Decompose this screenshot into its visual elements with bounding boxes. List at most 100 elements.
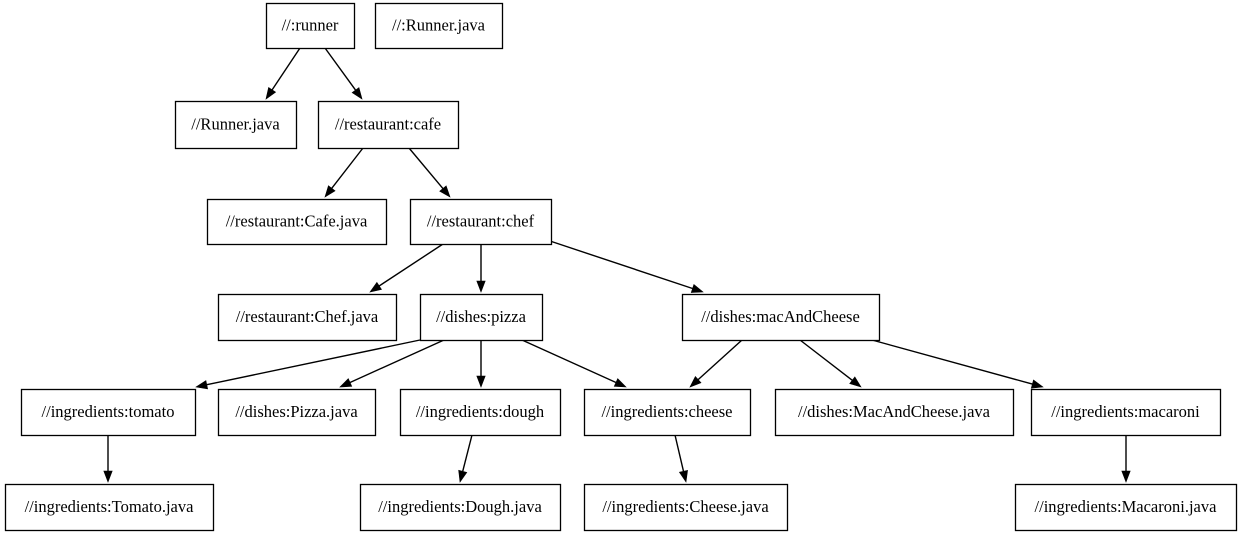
node-box[interactable] xyxy=(681,293,881,342)
node-box[interactable] xyxy=(1030,388,1222,437)
arrowhead-icon xyxy=(476,280,486,293)
graph-edge xyxy=(339,339,445,388)
node-label: //:runner xyxy=(282,15,339,34)
node-box[interactable] xyxy=(174,100,298,150)
node-label: //restaurant:chef xyxy=(427,211,535,230)
arrowhead-icon xyxy=(458,469,468,483)
node-box[interactable] xyxy=(583,388,752,437)
graph-node[interactable]: //restaurant:Cafe.java xyxy=(206,198,388,246)
arrowhead-icon xyxy=(1121,470,1131,483)
graph-node[interactable]: //dishes:MacAndCheese.java xyxy=(774,388,1015,437)
arrowhead-icon xyxy=(678,469,688,483)
graph-node[interactable]: //ingredients:macaroni xyxy=(1030,388,1222,437)
edge-line xyxy=(549,240,693,290)
graph-node[interactable]: //Runner.java xyxy=(174,100,298,150)
node-box[interactable] xyxy=(374,2,504,50)
graph-edge xyxy=(195,339,421,390)
arrowhead-icon xyxy=(613,378,627,388)
node-box[interactable] xyxy=(399,388,562,437)
graph-edge xyxy=(549,240,704,293)
node-box[interactable] xyxy=(419,293,544,342)
graph-edge xyxy=(408,147,451,198)
arrowhead-icon xyxy=(351,87,363,100)
graph-edge xyxy=(103,435,113,483)
graph-node[interactable]: //ingredients:cheese xyxy=(583,388,752,437)
node-box[interactable] xyxy=(409,198,553,246)
graph-node[interactable]: //restaurant:Chef.java xyxy=(217,293,398,342)
node-box[interactable] xyxy=(774,388,1015,437)
graph-node[interactable]: //restaurant:chef xyxy=(409,198,553,246)
node-label: //:Runner.java xyxy=(392,15,486,34)
node-box[interactable] xyxy=(217,293,398,342)
edge-line xyxy=(331,147,364,189)
graph-node[interactable]: //dishes:Pizza.java xyxy=(217,388,377,437)
node-box[interactable] xyxy=(20,388,197,437)
node-box[interactable] xyxy=(206,198,388,246)
graph-node[interactable]: //ingredients:Dough.java xyxy=(359,483,562,532)
edges-layer xyxy=(103,47,1131,483)
graph-edge xyxy=(689,339,743,388)
node-label: //restaurant:cafe xyxy=(335,114,441,133)
arrowhead-icon xyxy=(103,470,113,483)
node-label: //dishes:pizza xyxy=(436,307,526,326)
edge-line xyxy=(206,339,421,386)
node-label: //restaurant:Chef.java xyxy=(236,307,379,326)
graph-edge xyxy=(521,339,627,388)
arrowhead-icon xyxy=(265,87,277,100)
graph-node[interactable]: //dishes:macAndCheese xyxy=(681,293,881,342)
node-label: //Runner.java xyxy=(191,114,280,133)
graph-edge xyxy=(369,243,444,293)
arrowhead-icon xyxy=(339,378,353,388)
graph-edge xyxy=(265,47,301,100)
graph-node[interactable]: //ingredients:dough xyxy=(399,388,562,437)
graph-node[interactable]: //restaurant:cafe xyxy=(317,100,460,150)
node-label: //ingredients:tomato xyxy=(42,402,175,421)
node-label: //ingredients:macaroni xyxy=(1051,402,1200,421)
arrowhead-icon xyxy=(439,185,451,198)
edge-line xyxy=(521,339,617,384)
graph-node[interactable]: //ingredients:Tomato.java xyxy=(4,483,215,532)
arrowhead-icon xyxy=(476,375,486,388)
arrowhead-icon xyxy=(1030,379,1044,389)
node-label: //ingredients:Dough.java xyxy=(378,497,542,516)
edge-line xyxy=(349,339,445,384)
graph-node[interactable]: //:Runner.java xyxy=(374,2,504,50)
node-box[interactable] xyxy=(265,2,356,50)
node-box[interactable] xyxy=(4,483,215,532)
graph-node[interactable]: //ingredients:tomato xyxy=(20,388,197,437)
node-box[interactable] xyxy=(359,483,562,532)
graph-node[interactable]: //dishes:pizza xyxy=(419,293,544,342)
edge-line xyxy=(674,434,685,472)
graph-edge xyxy=(476,340,486,388)
edge-line xyxy=(324,47,357,91)
graph-edge xyxy=(674,434,688,483)
node-label: //ingredients:cheese xyxy=(601,402,732,421)
arrowhead-icon xyxy=(195,380,209,390)
node-label: //ingredients:Macaroni.java xyxy=(1035,497,1218,516)
graph-edge xyxy=(476,244,486,293)
arrowhead-icon xyxy=(689,375,702,388)
graph-edge xyxy=(458,434,473,483)
node-label: //dishes:Pizza.java xyxy=(235,402,358,421)
edge-line xyxy=(271,47,301,91)
arrowhead-icon xyxy=(324,185,336,198)
node-box[interactable] xyxy=(317,100,460,150)
graph-node[interactable]: //ingredients:Macaroni.java xyxy=(1014,483,1238,532)
node-box[interactable] xyxy=(1014,483,1238,532)
arrowhead-icon xyxy=(690,284,704,293)
node-box[interactable] xyxy=(217,388,377,437)
graph-node[interactable]: //ingredients:Cheese.java xyxy=(583,483,789,532)
graph-edge xyxy=(324,47,363,100)
node-label: //ingredients:Cheese.java xyxy=(602,497,769,516)
graph-edge xyxy=(799,339,862,388)
node-box[interactable] xyxy=(583,483,789,532)
edge-line xyxy=(799,339,853,381)
edge-line xyxy=(871,339,1033,385)
graph-edge xyxy=(871,339,1044,389)
graph-edge xyxy=(324,147,364,198)
graph-edge xyxy=(1121,435,1131,483)
edge-line xyxy=(697,339,743,381)
node-label: //dishes:MacAndCheese.java xyxy=(798,402,991,421)
graph-node[interactable]: //:runner xyxy=(265,2,356,50)
